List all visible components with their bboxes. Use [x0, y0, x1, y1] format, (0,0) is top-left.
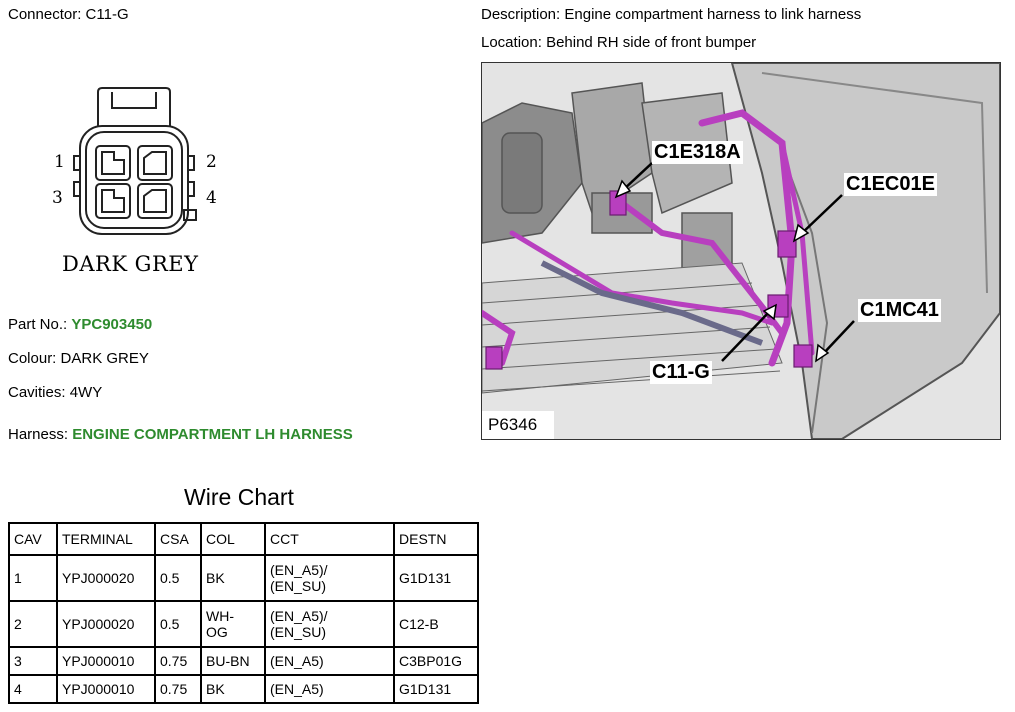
location-label: Location: — [481, 34, 542, 51]
part-no-line: Part No.: YPC903450 — [8, 316, 152, 333]
cavities-line: Cavities: 4WY — [8, 384, 102, 401]
cell-csa: 0.75 — [154, 646, 202, 676]
diagram-colour-text: DARK GREY — [62, 252, 199, 276]
cell-cav: 2 — [8, 600, 58, 648]
cell-cav: 4 — [8, 674, 58, 704]
colour-label: Colour: — [8, 350, 57, 367]
cell-cct: (EN_A5) — [264, 674, 395, 704]
callout-c1e318a: C1E318A — [652, 141, 743, 164]
cell-terminal: YPJ000020 — [56, 600, 156, 648]
cell-terminal: YPJ000010 — [56, 646, 156, 676]
colour-line: Colour: DARK GREY — [8, 350, 149, 367]
location-value: Behind RH side of front bumper — [546, 34, 757, 51]
cell-col: WH- OG — [200, 600, 266, 648]
pin-label-3: 3 — [52, 188, 63, 208]
cell-cct: (EN_A5)/ (EN_SU) — [264, 600, 395, 648]
part-no-label: Part No.: — [8, 316, 68, 333]
table-row: 3 YPJ000010 0.75 BU-BN (EN_A5) C3BP01G — [8, 646, 479, 676]
cell-destn: G1D131 — [393, 554, 479, 602]
connector-line: Connector: C11-G — [8, 6, 129, 23]
colour-value: DARK GREY — [60, 350, 149, 367]
cell-cav: 3 — [8, 646, 58, 676]
description-line: Description: Engine compartment harness … — [481, 6, 861, 23]
location-illustration — [482, 63, 1000, 439]
wire-chart-table: CAV TERMINAL CSA COL CCT DESTN 1 YPJ0000… — [8, 522, 479, 704]
pin-label-4: 4 — [206, 188, 217, 208]
header-csa: CSA — [154, 522, 202, 556]
pin-label-2: 2 — [206, 152, 217, 172]
callout-c1ec01e: C1EC01E — [844, 173, 937, 196]
header-terminal: TERMINAL — [56, 522, 156, 556]
cell-cav: 1 — [8, 554, 58, 602]
cavities-value: 4WY — [69, 384, 103, 401]
location-line: Location: Behind RH side of front bumper — [481, 34, 756, 51]
description-label: Description: — [481, 6, 561, 23]
table-row: 2 YPJ000020 0.5 WH- OG (EN_A5)/ (EN_SU) … — [8, 600, 479, 648]
cavities-label: Cavities: — [8, 384, 66, 401]
header-col: COL — [200, 522, 266, 556]
header-cct: CCT — [264, 522, 395, 556]
description-value: Engine compartment harness to link harne… — [564, 6, 862, 23]
cell-col: BU-BN — [200, 646, 266, 676]
pin-label-1: 1 — [54, 152, 65, 172]
harness-line: Harness: ENGINE COMPARTMENT LH HARNESS — [8, 426, 353, 443]
cell-destn: C12-B — [393, 600, 479, 648]
photo-ref-label: P6346 — [488, 415, 538, 434]
cell-terminal: YPJ000010 — [56, 674, 156, 704]
part-no-value: YPC903450 — [71, 316, 153, 333]
cell-csa: 0.5 — [154, 554, 202, 602]
cell-cct: (EN_A5)/ (EN_SU) — [264, 554, 395, 602]
connector-diagram: 1 2 3 4 DARK GREY — [40, 82, 240, 282]
table-row: 4 YPJ000010 0.75 BK (EN_A5) G1D131 — [8, 674, 479, 704]
header-destn: DESTN — [393, 522, 479, 556]
wire-chart-title: Wire Chart — [184, 484, 294, 510]
header-cav: CAV — [8, 522, 58, 556]
cell-terminal: YPJ000020 — [56, 554, 156, 602]
cell-col: BK — [200, 674, 266, 704]
callout-c1mc41: C1MC41 — [858, 299, 941, 322]
cell-csa: 0.5 — [154, 600, 202, 648]
harness-label: Harness: — [8, 426, 69, 443]
wire-chart-header-row: CAV TERMINAL CSA COL CCT DESTN — [8, 522, 479, 556]
location-photo: C1E318A C1EC01E C1MC41 C11-G P6346 — [481, 62, 1001, 440]
cell-destn: C3BP01G — [393, 646, 479, 676]
connector-value: C11-G — [85, 6, 129, 23]
cell-csa: 0.75 — [154, 674, 202, 704]
connector-face-drawing — [73, 87, 197, 235]
cell-cct: (EN_A5) — [264, 646, 395, 676]
connector-label: Connector: — [8, 6, 82, 23]
table-row: 1 YPJ000020 0.5 BK (EN_A5)/ (EN_SU) G1D1… — [8, 554, 479, 602]
callout-c11-g: C11-G — [650, 361, 712, 384]
harness-value: ENGINE COMPARTMENT LH HARNESS — [72, 426, 353, 443]
cell-destn: G1D131 — [393, 674, 479, 704]
cell-col: BK — [200, 554, 266, 602]
